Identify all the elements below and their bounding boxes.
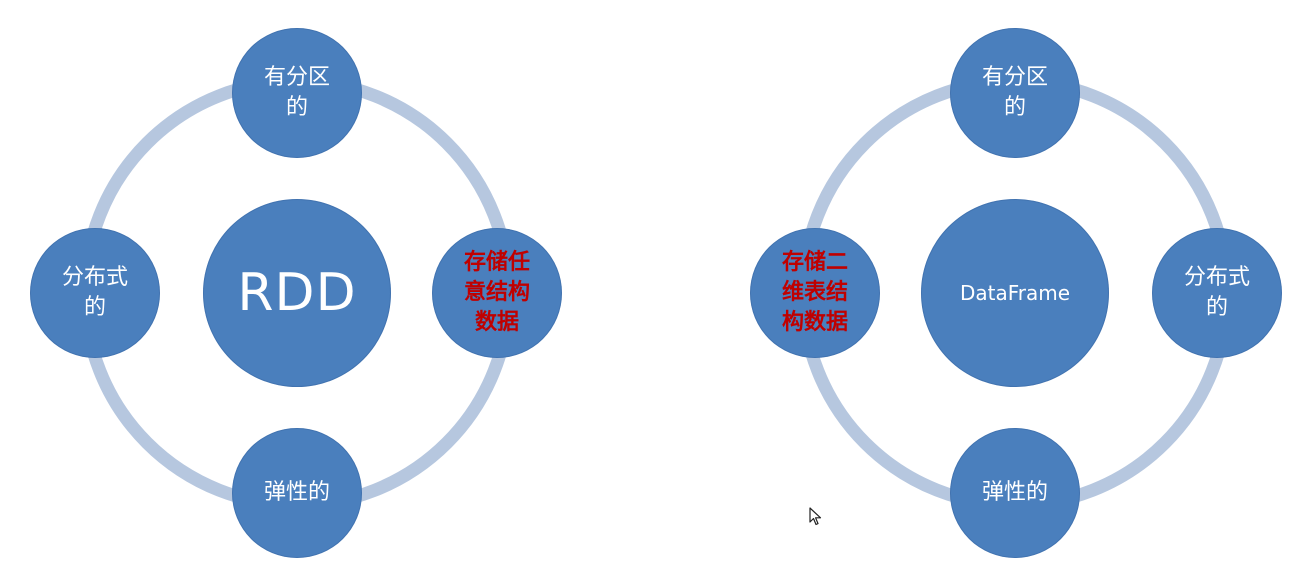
- dataframe-bottom-node: 弹性的: [950, 428, 1080, 558]
- rdd-top-label: 有分区 的: [263, 65, 330, 120]
- rdd-center-node: RDD: [203, 199, 391, 387]
- rdd-left-label: 分布式 的: [61, 265, 128, 320]
- rdd-center-label: RDD: [237, 263, 357, 323]
- dataframe-bottom-label: 弹性的: [981, 480, 1048, 505]
- rdd-left-node: 分布式 的: [30, 228, 160, 358]
- rdd-bottom-label: 弹性的: [263, 480, 330, 505]
- dataframe-top-node: 有分区 的: [950, 28, 1080, 158]
- mouse-pointer-icon: [809, 507, 822, 526]
- dataframe-center-label: DataFrame: [959, 281, 1071, 305]
- dataframe-center-node: DataFrame: [921, 199, 1109, 387]
- rdd-top-node: 有分区 的: [232, 28, 362, 158]
- rdd-right-node: 存储任 意结构 数据: [432, 228, 562, 358]
- dataframe-left-label: 存储二 维表结 构数据: [781, 250, 848, 335]
- rdd-bottom-node: 弹性的: [232, 428, 362, 558]
- dataframe-left-node: 存储二 维表结 构数据: [750, 228, 880, 358]
- dataframe-right-node: 分布式 的: [1152, 228, 1282, 358]
- rdd-right-label: 存储任 意结构 数据: [463, 250, 530, 335]
- dataframe-top-label: 有分区 的: [981, 65, 1048, 120]
- dataframe-right-label: 分布式 的: [1183, 265, 1250, 320]
